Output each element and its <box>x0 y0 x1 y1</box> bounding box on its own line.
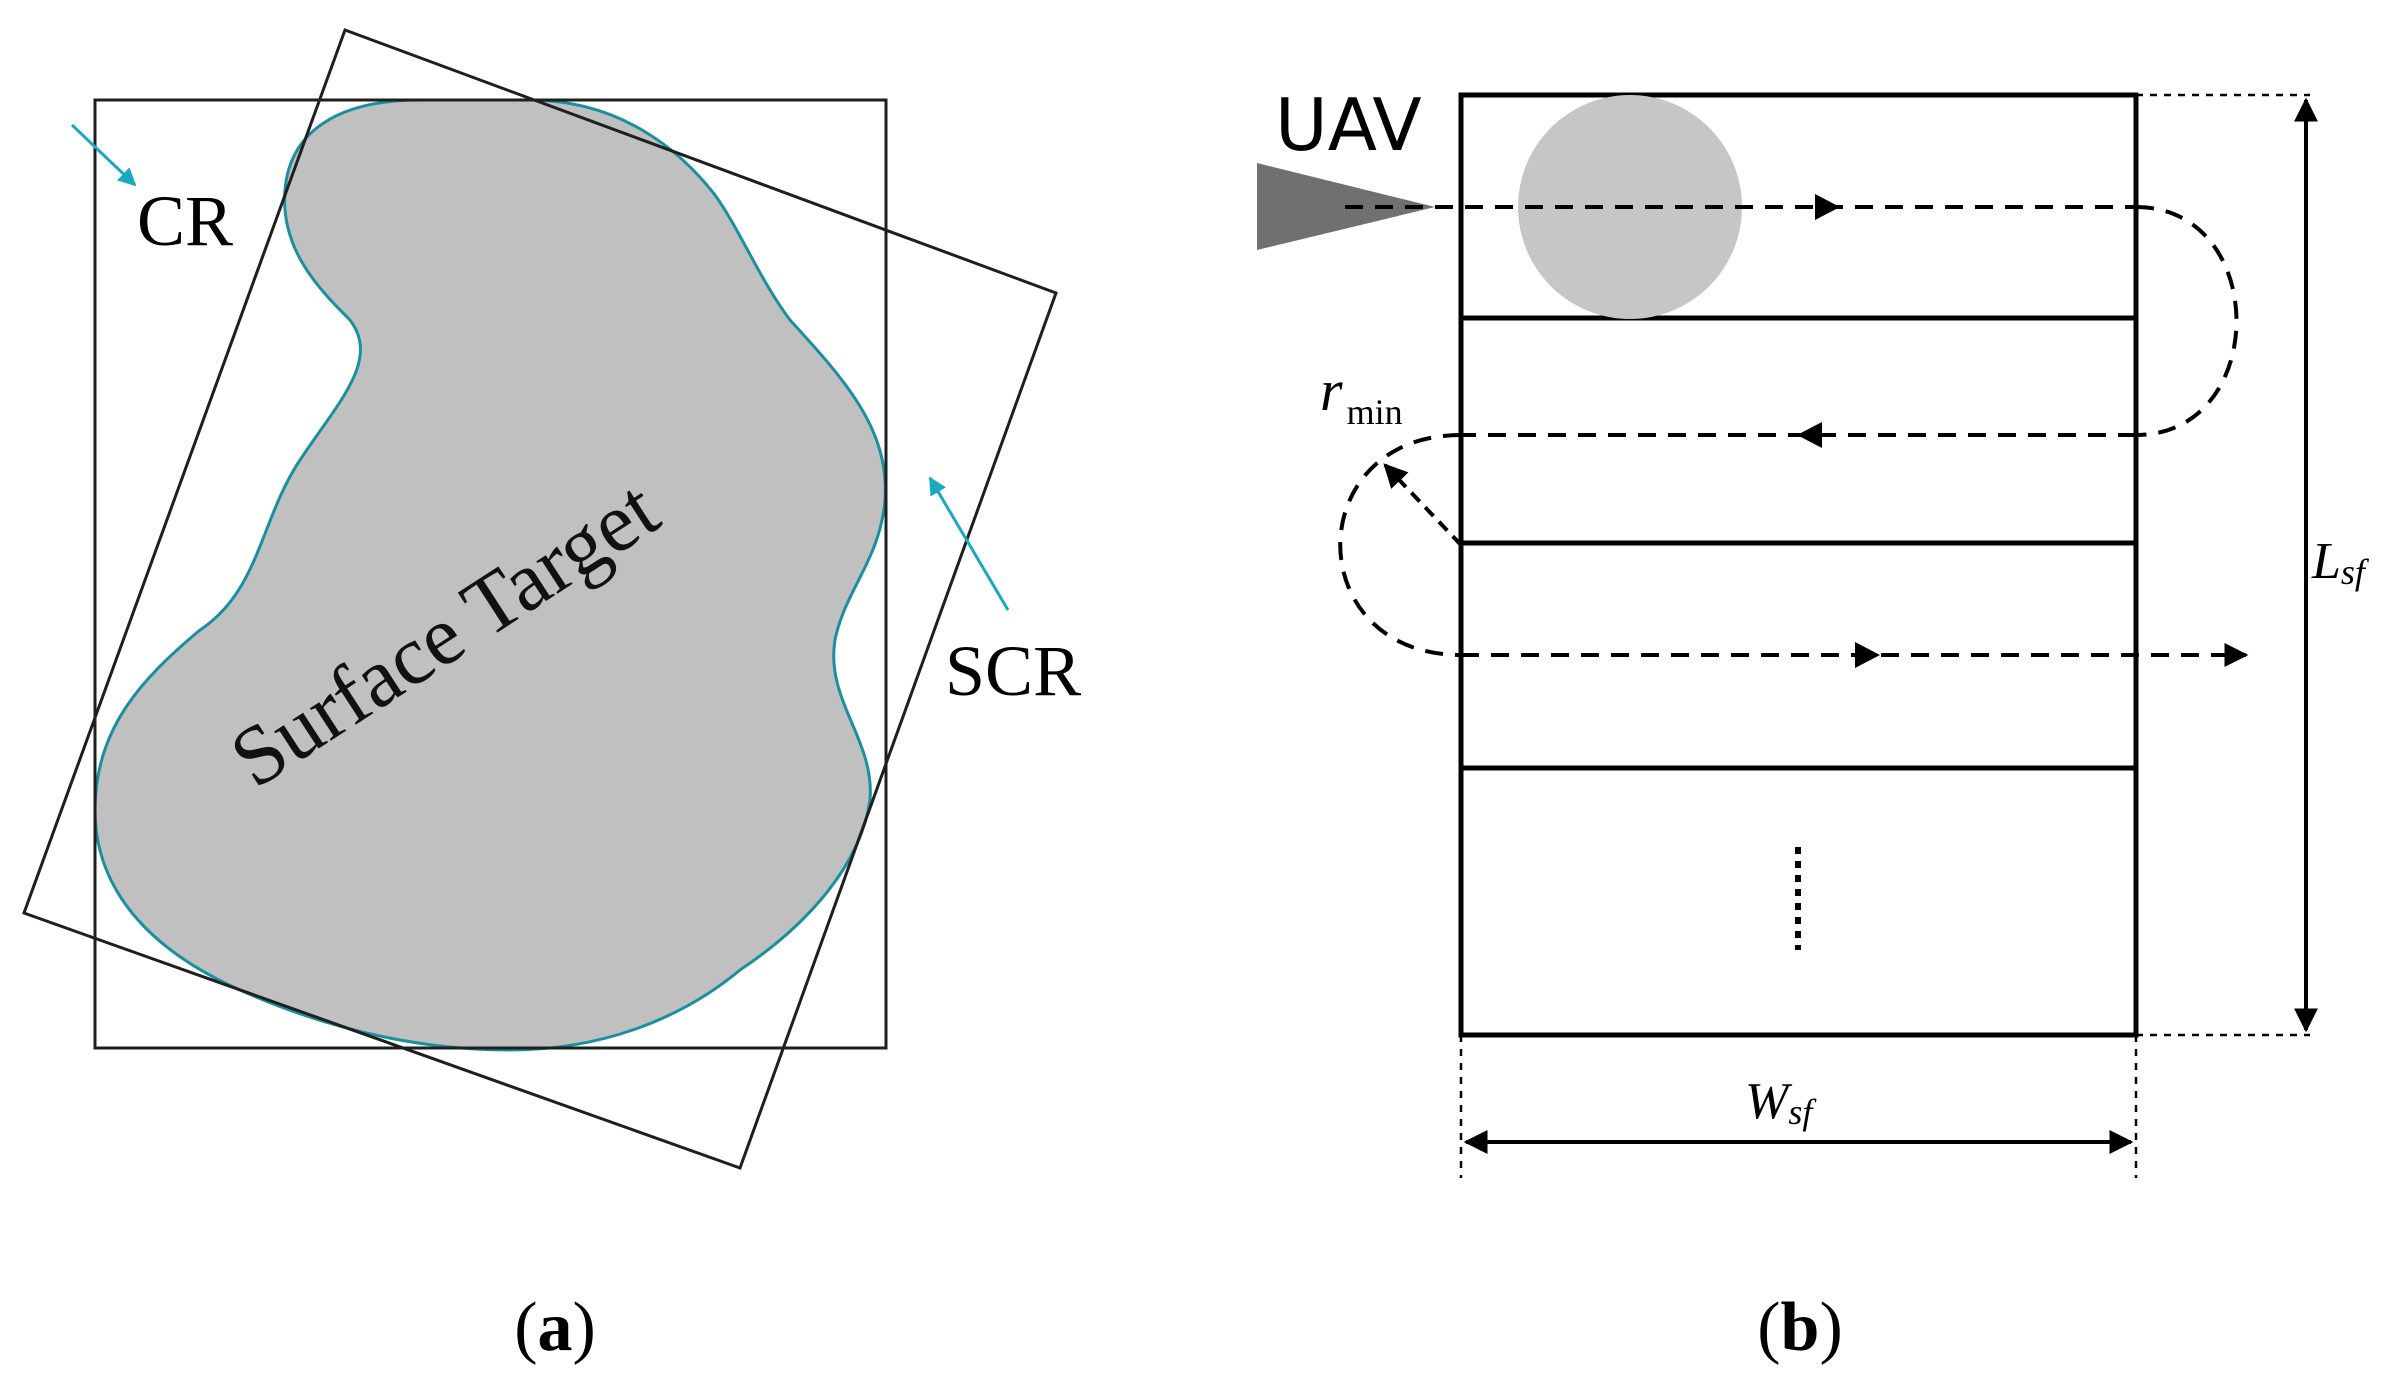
path-turn-right <box>2135 205 2239 437</box>
scr-pointer-arrow <box>928 476 1010 611</box>
path-turn-left <box>1338 433 1462 657</box>
length-label: Lsf <box>2311 533 2370 592</box>
width-label: Wsf <box>1745 1073 1817 1132</box>
path-direction-arrow-3 <box>1855 642 1880 668</box>
path-direction-arrow-1 <box>1815 194 1840 220</box>
panel-a: CR SCR Surface Target (a) <box>22 28 1081 1366</box>
uav-label: UAV <box>1275 83 1422 167</box>
panel-b-caption: (b) <box>1757 1289 1843 1366</box>
scr-label: SCR <box>945 631 1081 711</box>
rmin-radius-arrow <box>1383 463 1463 547</box>
cr-label: CR <box>137 181 233 261</box>
path-direction-arrow-2 <box>1797 422 1822 448</box>
coverage-area-rectangle <box>1458 92 2139 1038</box>
cr-rectangle <box>93 98 888 1050</box>
surface-target-region <box>93 98 887 1052</box>
scr-rectangle <box>22 28 1058 1170</box>
cr-pointer-arrow <box>70 123 137 187</box>
panel-a-caption: (a) <box>514 1289 596 1366</box>
